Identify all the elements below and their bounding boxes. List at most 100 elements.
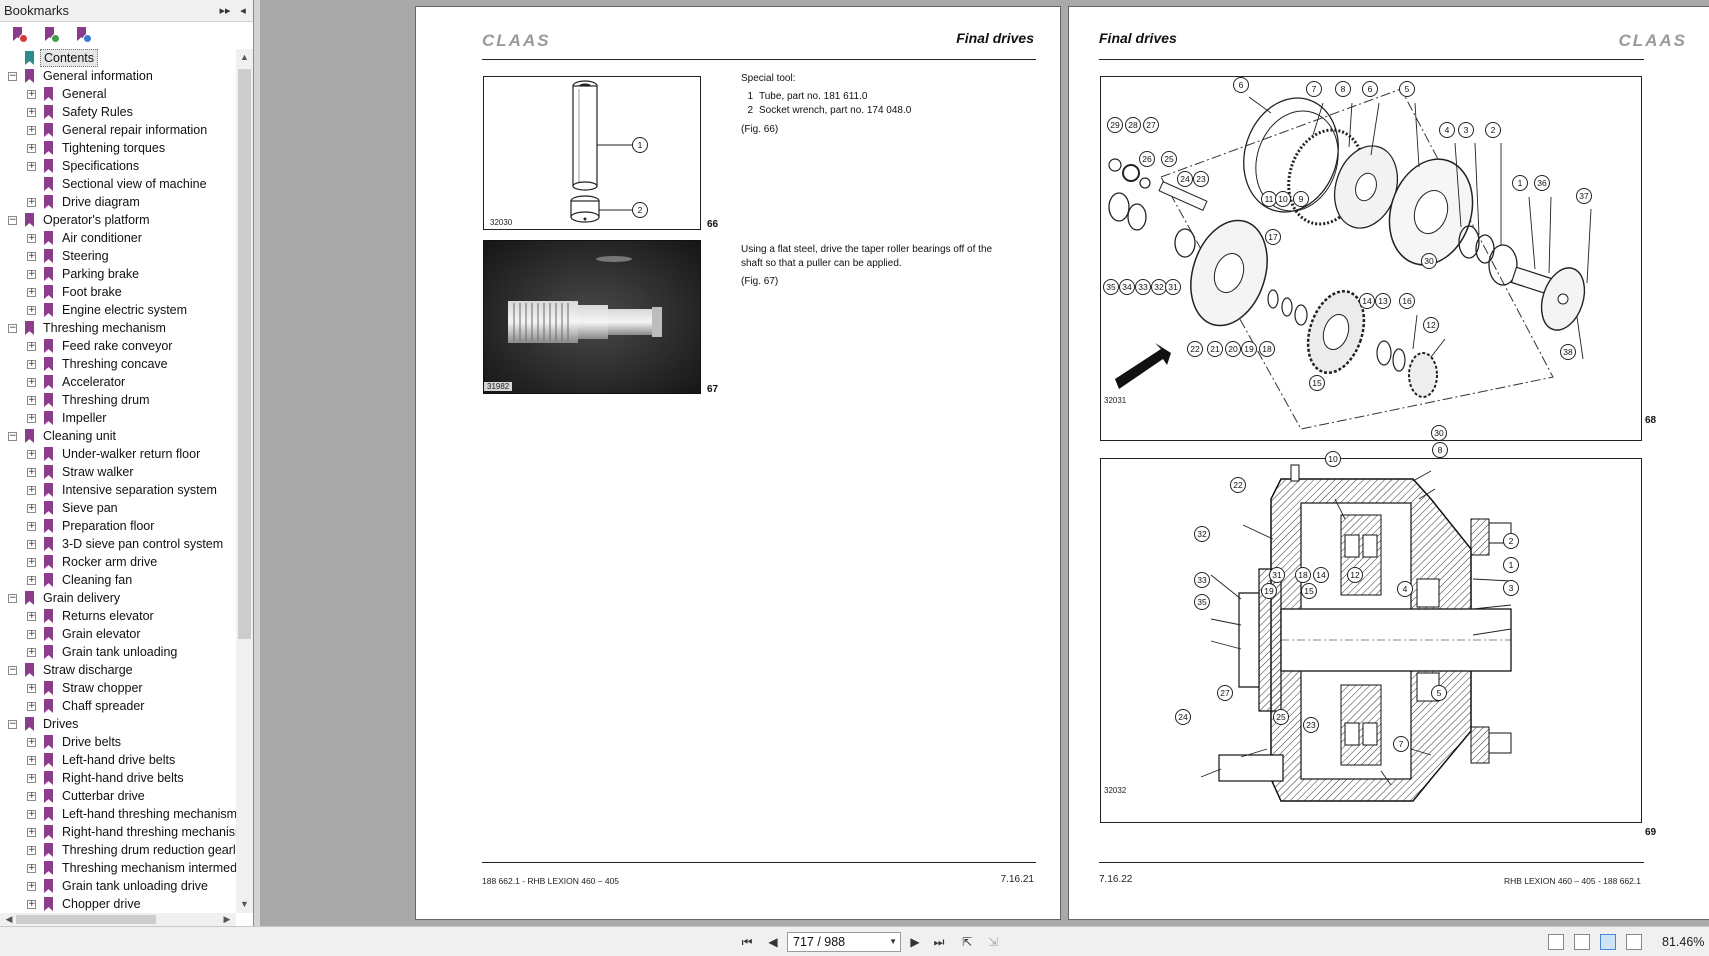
bookmark-item[interactable]: +Tightening torques — [0, 139, 236, 157]
expand-icon[interactable]: + — [27, 700, 36, 711]
bookmarks-vertical-scrollbar[interactable]: ▲ ▼ — [236, 49, 253, 913]
expand-icon[interactable]: + — [27, 412, 36, 423]
bookmark-item[interactable]: +Left-hand drive belts — [0, 751, 236, 769]
scroll-up-icon[interactable]: ▲ — [240, 52, 249, 62]
expand-icon[interactable]: + — [27, 862, 36, 873]
bookmark-item[interactable]: +Accelerator — [0, 373, 236, 391]
expand-icon[interactable]: + — [27, 628, 36, 639]
bookmark-item[interactable]: +Air conditioner — [0, 229, 236, 247]
continuous-facing-view-icon[interactable] — [1626, 934, 1642, 950]
bookmark-item[interactable]: +Steering — [0, 247, 236, 265]
scroll-right-icon[interactable]: ▶ — [223, 914, 231, 924]
collapse-icon[interactable]: − — [8, 430, 17, 441]
expand-icon[interactable]: + — [27, 736, 36, 747]
bookmark-item[interactable]: +Sieve pan — [0, 499, 236, 517]
delete-bookmark-icon[interactable] — [12, 27, 28, 43]
collapse-icon[interactable]: − — [8, 322, 17, 333]
zoom-level[interactable]: 81.46% — [1662, 935, 1705, 949]
previous-view-icon[interactable]: ⇱ — [961, 935, 973, 949]
expand-icon[interactable]: + — [27, 124, 36, 135]
previous-page-icon[interactable]: ◀ — [768, 935, 778, 949]
bookmark-item[interactable]: −Operator's platform — [0, 211, 236, 229]
expand-icon[interactable]: + — [27, 682, 36, 693]
bookmark-item[interactable]: −Drives — [0, 715, 236, 733]
page-number-input[interactable]: 717 / 988 ▼ — [787, 932, 901, 952]
collapse-icon[interactable]: − — [8, 70, 17, 81]
bookmark-properties-icon[interactable] — [76, 27, 92, 43]
expand-icon[interactable]: + — [27, 394, 36, 405]
bookmark-item[interactable]: −General information — [0, 67, 236, 85]
expand-icon[interactable]: + — [27, 196, 36, 207]
bookmark-item[interactable]: +Straw chopper — [0, 679, 236, 697]
collapse-icon[interactable]: − — [8, 214, 17, 225]
expand-icon[interactable]: + — [27, 898, 36, 909]
scroll-down-icon[interactable]: ▼ — [240, 899, 249, 909]
bookmark-item[interactable]: −Threshing mechanism — [0, 319, 236, 337]
single-page-view-icon[interactable] — [1548, 934, 1564, 950]
bookmark-item[interactable]: +Safety Rules — [0, 103, 236, 121]
expand-icon[interactable]: + — [27, 790, 36, 801]
expand-icon[interactable]: + — [27, 610, 36, 621]
expand-icon[interactable]: + — [27, 826, 36, 837]
expand-icon[interactable]: + — [27, 232, 36, 243]
expand-icon[interactable]: + — [27, 250, 36, 261]
bookmark-item[interactable]: +Under-walker return floor — [0, 445, 236, 463]
bookmark-item[interactable]: +General repair information — [0, 121, 236, 139]
bookmark-item[interactable]: +Cleaning fan — [0, 571, 236, 589]
bookmark-item[interactable]: +General — [0, 85, 236, 103]
bookmark-item[interactable]: +Specifications — [0, 157, 236, 175]
bookmark-item[interactable]: +Threshing mechanism intermed — [0, 859, 236, 877]
bookmark-item[interactable]: +Chaff spreader — [0, 697, 236, 715]
bookmark-item[interactable]: +Parking brake — [0, 265, 236, 283]
expand-icon[interactable]: + — [27, 646, 36, 657]
collapse-panel-icon[interactable]: ◂ — [240, 4, 246, 17]
bookmark-item[interactable]: +Left-hand threshing mechanism — [0, 805, 236, 823]
hscroll-thumb[interactable] — [16, 915, 156, 924]
collapse-icon[interactable]: − — [8, 592, 17, 603]
bookmark-item[interactable]: +Drive belts — [0, 733, 236, 751]
bookmark-item[interactable]: +Engine electric system — [0, 301, 236, 319]
expand-icon[interactable]: + — [27, 808, 36, 819]
bookmark-item[interactable]: +Grain elevator — [0, 625, 236, 643]
bookmark-item[interactable]: +Grain tank unloading drive — [0, 877, 236, 895]
bookmark-item[interactable]: +3-D sieve pan control system — [0, 535, 236, 553]
expand-icon[interactable]: + — [27, 268, 36, 279]
next-view-icon[interactable]: ⇲ — [987, 935, 999, 949]
next-page-icon[interactable]: ▶ — [910, 935, 920, 949]
expand-icon[interactable]: + — [27, 376, 36, 387]
bookmark-item[interactable]: +Threshing concave — [0, 355, 236, 373]
bookmark-item[interactable]: +Grain tank unloading — [0, 643, 236, 661]
chevron-down-icon[interactable]: ▼ — [889, 937, 897, 946]
collapse-icon[interactable]: − — [8, 718, 17, 729]
bookmark-item[interactable]: +Right-hand drive belts — [0, 769, 236, 787]
expand-icon[interactable]: + — [27, 286, 36, 297]
expand-icon[interactable]: + — [27, 142, 36, 153]
bookmark-item[interactable]: −Grain delivery — [0, 589, 236, 607]
document-view[interactable]: CLAAS Final drives 1 2 32030 66 — [260, 0, 1709, 926]
bookmark-item[interactable]: +Threshing drum — [0, 391, 236, 409]
last-page-icon[interactable]: ⏭ — [933, 935, 945, 949]
expand-icon[interactable]: + — [27, 466, 36, 477]
panel-options-icon[interactable]: ▸▸ — [219, 4, 231, 17]
bookmark-item[interactable]: +Cutterbar drive — [0, 787, 236, 805]
facing-pages-view-icon[interactable] — [1600, 934, 1616, 950]
bookmarks-horizontal-scrollbar[interactable]: ◀ ▶ — [0, 913, 236, 926]
bookmark-item[interactable]: Contents — [0, 49, 236, 67]
panel-splitter[interactable] — [254, 0, 260, 926]
expand-icon[interactable]: + — [27, 538, 36, 549]
scroll-thumb[interactable] — [238, 69, 251, 639]
expand-icon[interactable]: + — [27, 880, 36, 891]
bookmark-item[interactable]: +Chopper drive — [0, 895, 236, 913]
bookmark-item[interactable]: +Impeller — [0, 409, 236, 427]
bookmark-item[interactable]: +Foot brake — [0, 283, 236, 301]
bookmark-item[interactable]: −Straw discharge — [0, 661, 236, 679]
expand-icon[interactable]: + — [27, 340, 36, 351]
expand-icon[interactable]: + — [27, 304, 36, 315]
bookmark-item[interactable]: +Threshing drum reduction gearl — [0, 841, 236, 859]
continuous-view-icon[interactable] — [1574, 934, 1590, 950]
bookmark-item[interactable]: Sectional view of machine — [0, 175, 236, 193]
expand-icon[interactable]: + — [27, 520, 36, 531]
expand-icon[interactable]: + — [27, 358, 36, 369]
expand-icon[interactable]: + — [27, 574, 36, 585]
bookmark-item[interactable]: −Cleaning unit — [0, 427, 236, 445]
